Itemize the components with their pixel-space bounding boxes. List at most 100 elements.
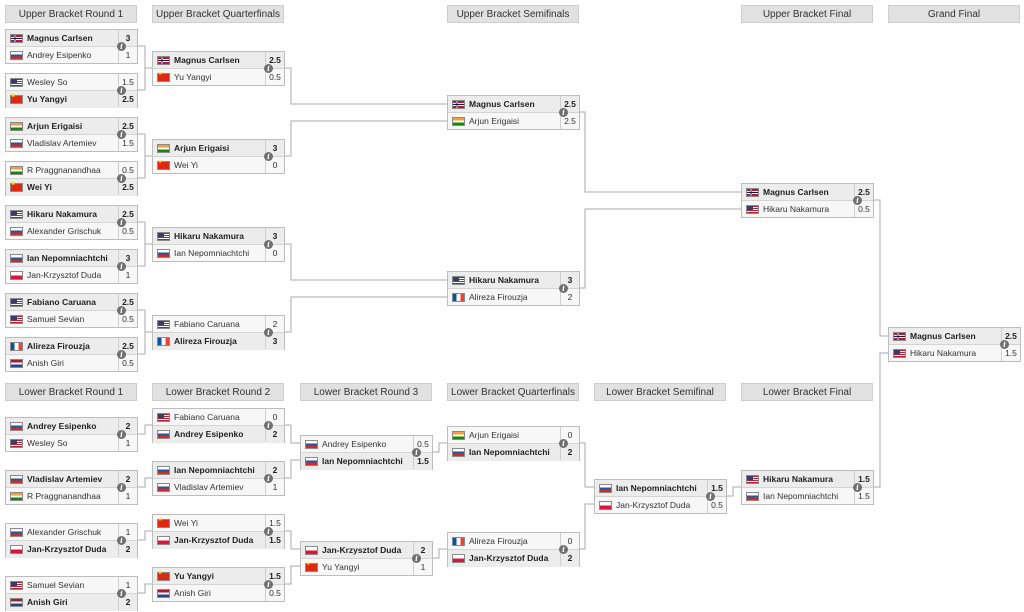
match-info-icon[interactable]: i (412, 554, 421, 563)
match-info-icon[interactable]: i (853, 196, 862, 205)
player-row[interactable]: Wei Yi2.5 (6, 179, 137, 196)
match-info-icon[interactable]: i (559, 545, 568, 554)
match-info-icon[interactable]: i (117, 218, 126, 227)
match-info-icon[interactable]: i (264, 580, 273, 589)
match-info-icon[interactable]: i (264, 64, 273, 73)
match-info-icon[interactable]: i (706, 492, 715, 501)
match-info-icon[interactable]: i (559, 108, 568, 117)
match-info-icon[interactable]: i (117, 589, 126, 598)
match-info-icon[interactable]: i (559, 439, 568, 448)
match-info-icon[interactable]: i (559, 284, 568, 293)
match-info-icon[interactable]: i (264, 240, 273, 249)
match-info-icon[interactable]: i (117, 483, 126, 492)
match-info-icon[interactable]: i (117, 536, 126, 545)
match-info-icon[interactable]: i (117, 350, 126, 359)
match-info-icon[interactable]: i (117, 86, 126, 95)
match-info-icon[interactable]: i (1000, 340, 1009, 349)
match-info-icon[interactable]: i (117, 174, 126, 183)
match-info-icon[interactable]: i (264, 328, 273, 337)
player-row[interactable]: Wei Yi1.5 (153, 515, 284, 532)
match-info-icon[interactable]: i (117, 306, 126, 315)
match-info-icon[interactable]: i (117, 130, 126, 139)
match-info-icon[interactable]: i (117, 262, 126, 271)
match-info-icon[interactable]: i (264, 474, 273, 483)
match-info-icon[interactable]: i (264, 527, 273, 536)
match-info-icon[interactable]: i (853, 483, 862, 492)
match-info-icon[interactable]: i (264, 152, 273, 161)
match-info-icon[interactable]: i (264, 421, 273, 430)
